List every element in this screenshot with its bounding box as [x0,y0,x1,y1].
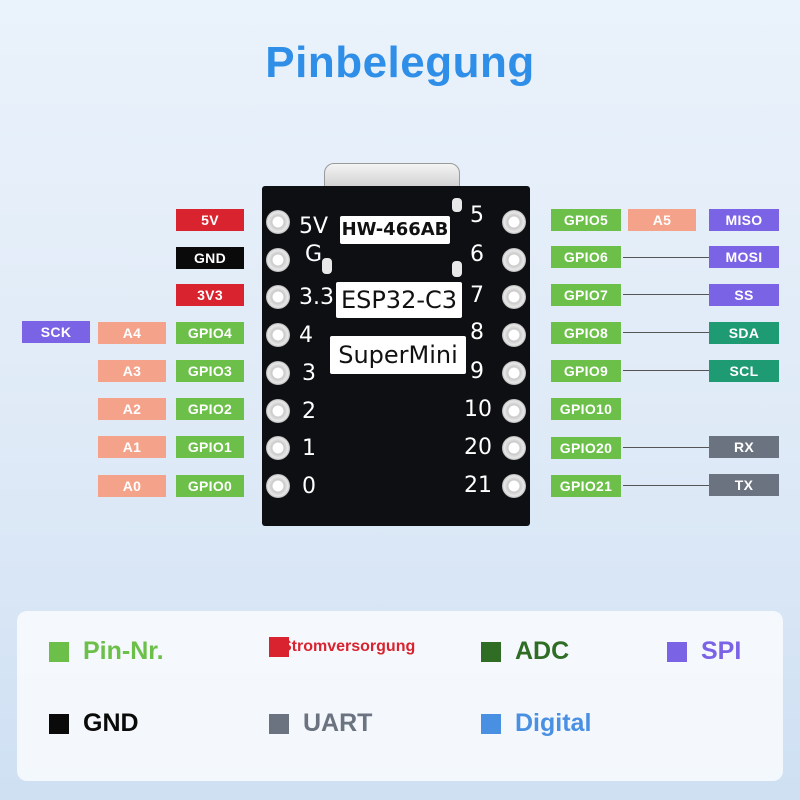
pin-number-right: 7 [470,283,484,308]
legend-uart: UART [269,709,372,738]
led-dot [452,261,462,277]
tag-gpio: GPIO6 [551,246,621,268]
legend-panel: Pin-Nr. Stromversorgung ADC SPI GND UART… [17,611,783,781]
pad-right-3 [502,285,526,309]
legend-label: Digital [515,709,592,737]
tag-adc: A1 [98,436,166,458]
pad-left-2 [266,248,290,272]
tag-i2c: SDA [709,322,779,344]
pad-left-4 [266,323,290,347]
tag-gpio: GPIO1 [176,436,244,458]
page-title: Pinbelegung [265,38,535,87]
esp32-c3-supermini-board: 5V G 3.3 4 3 2 1 0 5 6 7 8 9 10 20 21 HW… [262,186,530,526]
legend-swatch [49,641,69,662]
tag-gnd: GND [176,247,244,269]
legend-label: Stromversorgung [281,638,416,655]
pin-number-right: 6 [470,242,484,267]
pad-right-1 [502,210,526,234]
pin-number-left: 0 [302,474,316,499]
legend-swatch [49,713,69,734]
pad-right-5 [502,361,526,385]
model-label: HW-466AB [340,216,450,244]
pad-left-7 [266,436,290,460]
pin-number-left: 3 [302,361,316,386]
tag-gpio: GPIO20 [551,437,621,459]
tag-spi: SS [709,284,779,306]
tag-power: 5V [176,209,244,231]
pad-left-3 [266,285,290,309]
tag-adc: A4 [98,322,166,344]
tag-gpio: GPIO8 [551,322,621,344]
pin-number-right: 5 [470,203,484,228]
pin-number-left: 5V [299,214,329,239]
tag-i2c: SCL [709,360,779,382]
connector-line [623,447,709,448]
legend-power: Stromversorgung [269,637,415,657]
pin-number-left: G [305,242,323,267]
board-name-label: SuperMini [330,336,466,374]
pin-number-right: 21 [464,473,492,498]
chip-label: ESP32-C3 [336,282,462,318]
tag-adc: A5 [628,209,696,231]
pad-right-7 [502,436,526,460]
tag-gpio: GPIO4 [176,322,244,344]
pad-right-4 [502,323,526,347]
button-dot [452,198,462,212]
tag-gpio: GPIO10 [551,398,621,420]
pin-number-right: 8 [470,320,484,345]
pad-right-8 [502,474,526,498]
legend-swatch [481,641,501,662]
pin-number-left: 1 [302,436,316,461]
legend-swatch [667,641,687,662]
pad-left-5 [266,361,290,385]
connector-line [623,294,709,295]
tag-adc: A0 [98,475,166,497]
legend-label: SPI [701,637,742,665]
pin-number-left: 4 [299,323,313,348]
tag-gpio: GPIO2 [176,398,244,420]
legend-swatch [269,637,289,657]
legend-adc: ADC [481,637,569,666]
legend-gnd: GND [49,709,139,738]
legend-label: GND [83,709,139,737]
legend-label: Pin-Nr. [83,637,164,665]
legend-label: UART [303,709,373,737]
pin-number-left: 3.3 [299,285,334,310]
tag-gpio: GPIO3 [176,360,244,382]
legend-label: ADC [515,637,570,665]
tag-uart: RX [709,436,779,458]
tag-spi: SCK [22,321,90,343]
pad-left-8 [266,474,290,498]
pin-number-right: 9 [470,359,484,384]
tag-gpio: GPIO21 [551,475,621,497]
connector-line [623,370,709,371]
tag-uart: TX [709,474,779,496]
pad-right-6 [502,399,526,423]
tag-gpio: GPIO5 [551,209,621,231]
connector-line [623,257,709,258]
legend-digital: Digital [481,709,591,738]
pad-left-6 [266,399,290,423]
tag-adc: A2 [98,398,166,420]
tag-power: 3V3 [176,284,244,306]
tag-gpio: GPIO9 [551,360,621,382]
pin-number-right: 10 [464,397,492,422]
tag-spi: MISO [709,209,779,231]
pad-left-1 [266,210,290,234]
connector-line [623,485,709,486]
led-dot [322,258,332,274]
pin-number-right: 20 [464,435,492,460]
tag-gpio: GPIO7 [551,284,621,306]
pad-right-2 [502,248,526,272]
legend-swatch [269,713,289,734]
legend-swatch [481,713,501,734]
tag-spi: MOSI [709,246,779,268]
legend-spi: SPI [667,637,741,666]
legend-pin-nr: Pin-Nr. [49,637,164,666]
pin-number-left: 2 [302,399,316,424]
tag-adc: A3 [98,360,166,382]
tag-gpio: GPIO0 [176,475,244,497]
connector-line [623,332,709,333]
